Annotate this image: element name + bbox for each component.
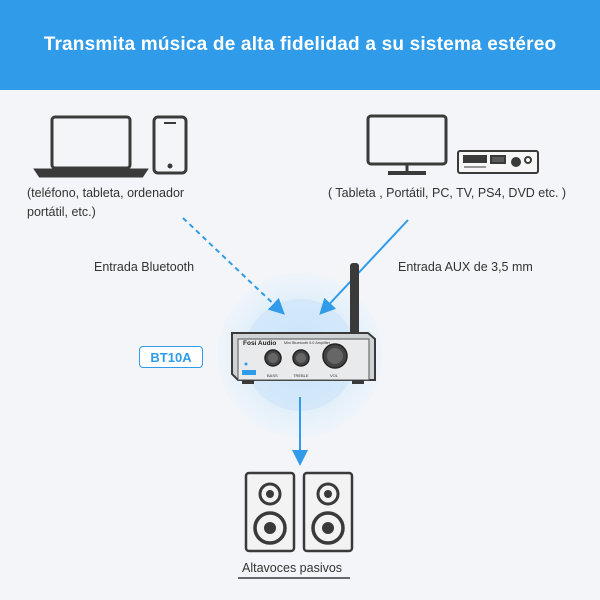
laptop-icon [33, 115, 149, 178]
monitor-icon [366, 114, 448, 175]
bluetooth-input-label: Entrada Bluetooth [94, 260, 195, 274]
speakers-label: Altavoces pasivos [242, 561, 343, 575]
knob-label-bass: BASS [267, 373, 278, 378]
bluetooth-signal-arrow [182, 217, 285, 315]
smartphone-icon [152, 115, 188, 175]
right-devices-description: ( Tableta , Portátil, PC, TV, PS4, DVD e… [328, 186, 567, 200]
knob-label-vol: VOL [330, 373, 339, 378]
speaker-left-icon [244, 471, 296, 553]
model-badge: BT10A [139, 346, 203, 368]
speaker-right-icon [302, 471, 354, 553]
left-devices-description-line1: (teléfono, tableta, ordenador [27, 186, 185, 200]
header-banner: Transmita música de alta fidelidad a su … [0, 0, 600, 90]
aux-cable-arrow [319, 219, 409, 315]
knob-label-treble: TREBLE [293, 373, 309, 378]
amplifier-device [231, 263, 376, 384]
left-devices-description: (teléfono, tableta, ordenador portátil, … [27, 184, 227, 222]
amplifier-subtitle: Mini Bluetooth 5.0 Amplifier [284, 341, 331, 345]
dvd-player-icon [457, 150, 539, 174]
amplifier-brand: Fosi Audio [243, 340, 276, 347]
aux-input-label: Entrada AUX de 3,5 mm [398, 260, 533, 274]
left-devices-description-line2: portátil, etc.) [27, 205, 96, 219]
page-title: Transmita música de alta fidelidad a su … [43, 34, 557, 55]
